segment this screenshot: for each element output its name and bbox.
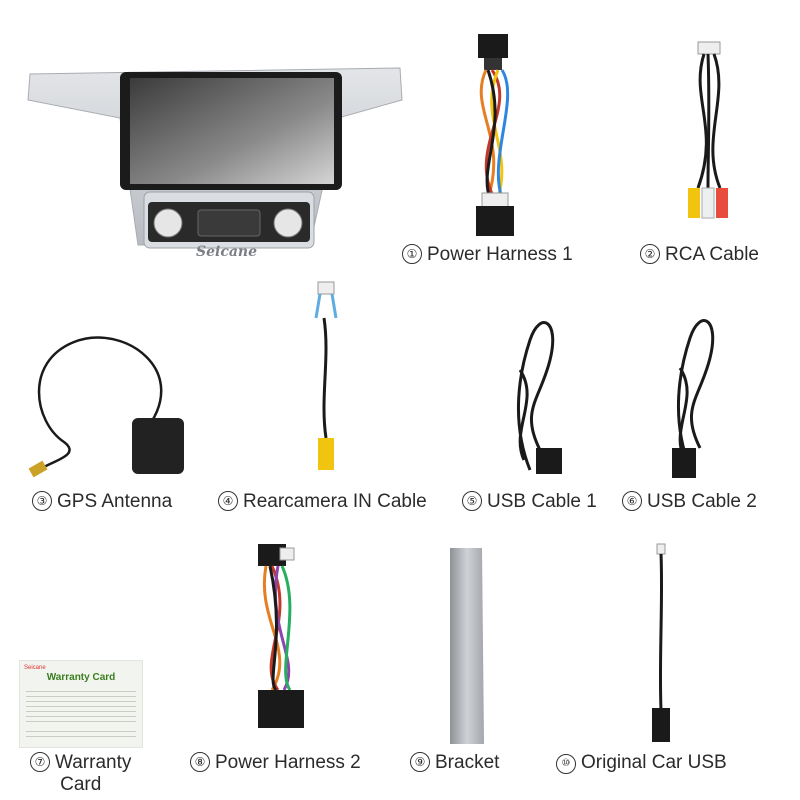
usb-cable-2-image	[672, 319, 715, 478]
rearcamera-cable-image	[314, 281, 338, 470]
item-number: ⑥	[622, 491, 642, 511]
usb-cable-1-image	[516, 321, 562, 474]
item-label: Rearcamera IN Cable	[243, 491, 427, 512]
item-label-line-2: Card	[60, 774, 102, 795]
warranty-card-brand: Seicane	[24, 665, 46, 671]
item-label: RCA Cable	[665, 244, 759, 265]
item-number: ⑦	[30, 752, 50, 772]
rca-cable-image	[688, 41, 728, 219]
item-label: Bracket	[435, 752, 500, 773]
item-number: ⑤	[462, 491, 482, 511]
item-label: Warranty	[55, 752, 132, 773]
warranty-card-title: Warranty Card	[46, 672, 116, 683]
head-unit-brand: Seicane	[196, 244, 258, 260]
item-label: USB Cable 1	[487, 491, 597, 512]
item-number: ⑨	[410, 752, 430, 772]
item-label: GPS Antenna	[57, 491, 173, 512]
item-number: ⑧	[190, 752, 210, 772]
item-label: Original Car USB	[581, 752, 727, 773]
original-car-usb-image	[652, 543, 670, 742]
power-harness-2-image	[258, 544, 304, 728]
item-number: ⑩	[556, 754, 576, 774]
item-label: Power Harness 1	[427, 244, 573, 265]
item-label: Power Harness 2	[215, 752, 361, 773]
power-harness-1-image	[476, 34, 514, 236]
bracket-image	[450, 548, 484, 744]
item-label: USB Cable 2	[647, 491, 757, 512]
gps-antenna-image	[28, 336, 184, 478]
item-number: ①	[402, 244, 422, 264]
item-number: ②	[640, 244, 660, 264]
head-unit-image	[27, 67, 403, 249]
warranty-card-image: Seicane Warranty Card	[20, 661, 142, 747]
item-number: ③	[32, 491, 52, 511]
item-number: ④	[218, 491, 238, 511]
